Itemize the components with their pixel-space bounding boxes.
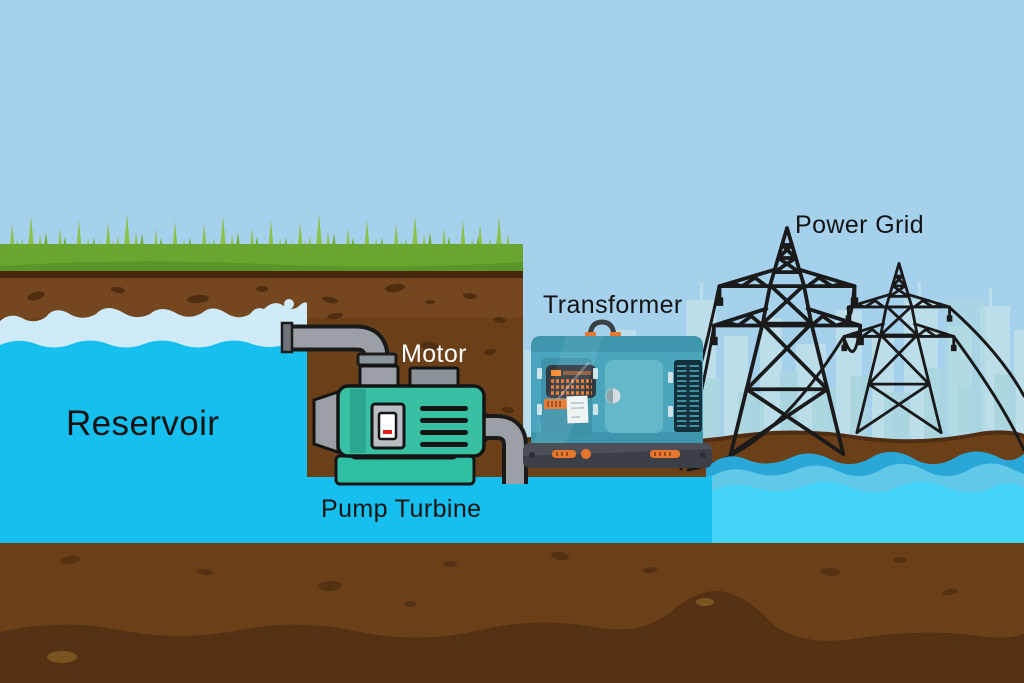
bottom-soil (0, 543, 1024, 683)
transformer-unit (523, 319, 712, 468)
pump-turbine-unit (280, 321, 528, 486)
door-hinges (537, 368, 673, 417)
base-indicator (552, 450, 576, 458)
grass (0, 214, 524, 275)
lower-water-channel (0, 477, 712, 545)
transformer-handle (587, 319, 617, 339)
soil-pebbles (60, 551, 958, 607)
transformer-door (605, 360, 663, 433)
pump-indicator-light (383, 430, 392, 434)
pump-switch (377, 411, 398, 441)
intake-pipe (280, 321, 398, 386)
power-grid-label: Power Grid (795, 211, 925, 239)
transformer-label: Transformer (543, 291, 683, 319)
reservoir-label: Reservoir (66, 404, 220, 443)
pump-vents (420, 406, 468, 447)
pump-end-cap (312, 389, 340, 455)
wavy-tailwater (706, 451, 1024, 545)
motor-label: Motor (401, 340, 467, 368)
spec-sheet (566, 395, 589, 424)
pump-turbine-label: Pump Turbine (321, 495, 482, 523)
pump-pedestal (334, 454, 476, 486)
pipe-flange (356, 352, 398, 367)
